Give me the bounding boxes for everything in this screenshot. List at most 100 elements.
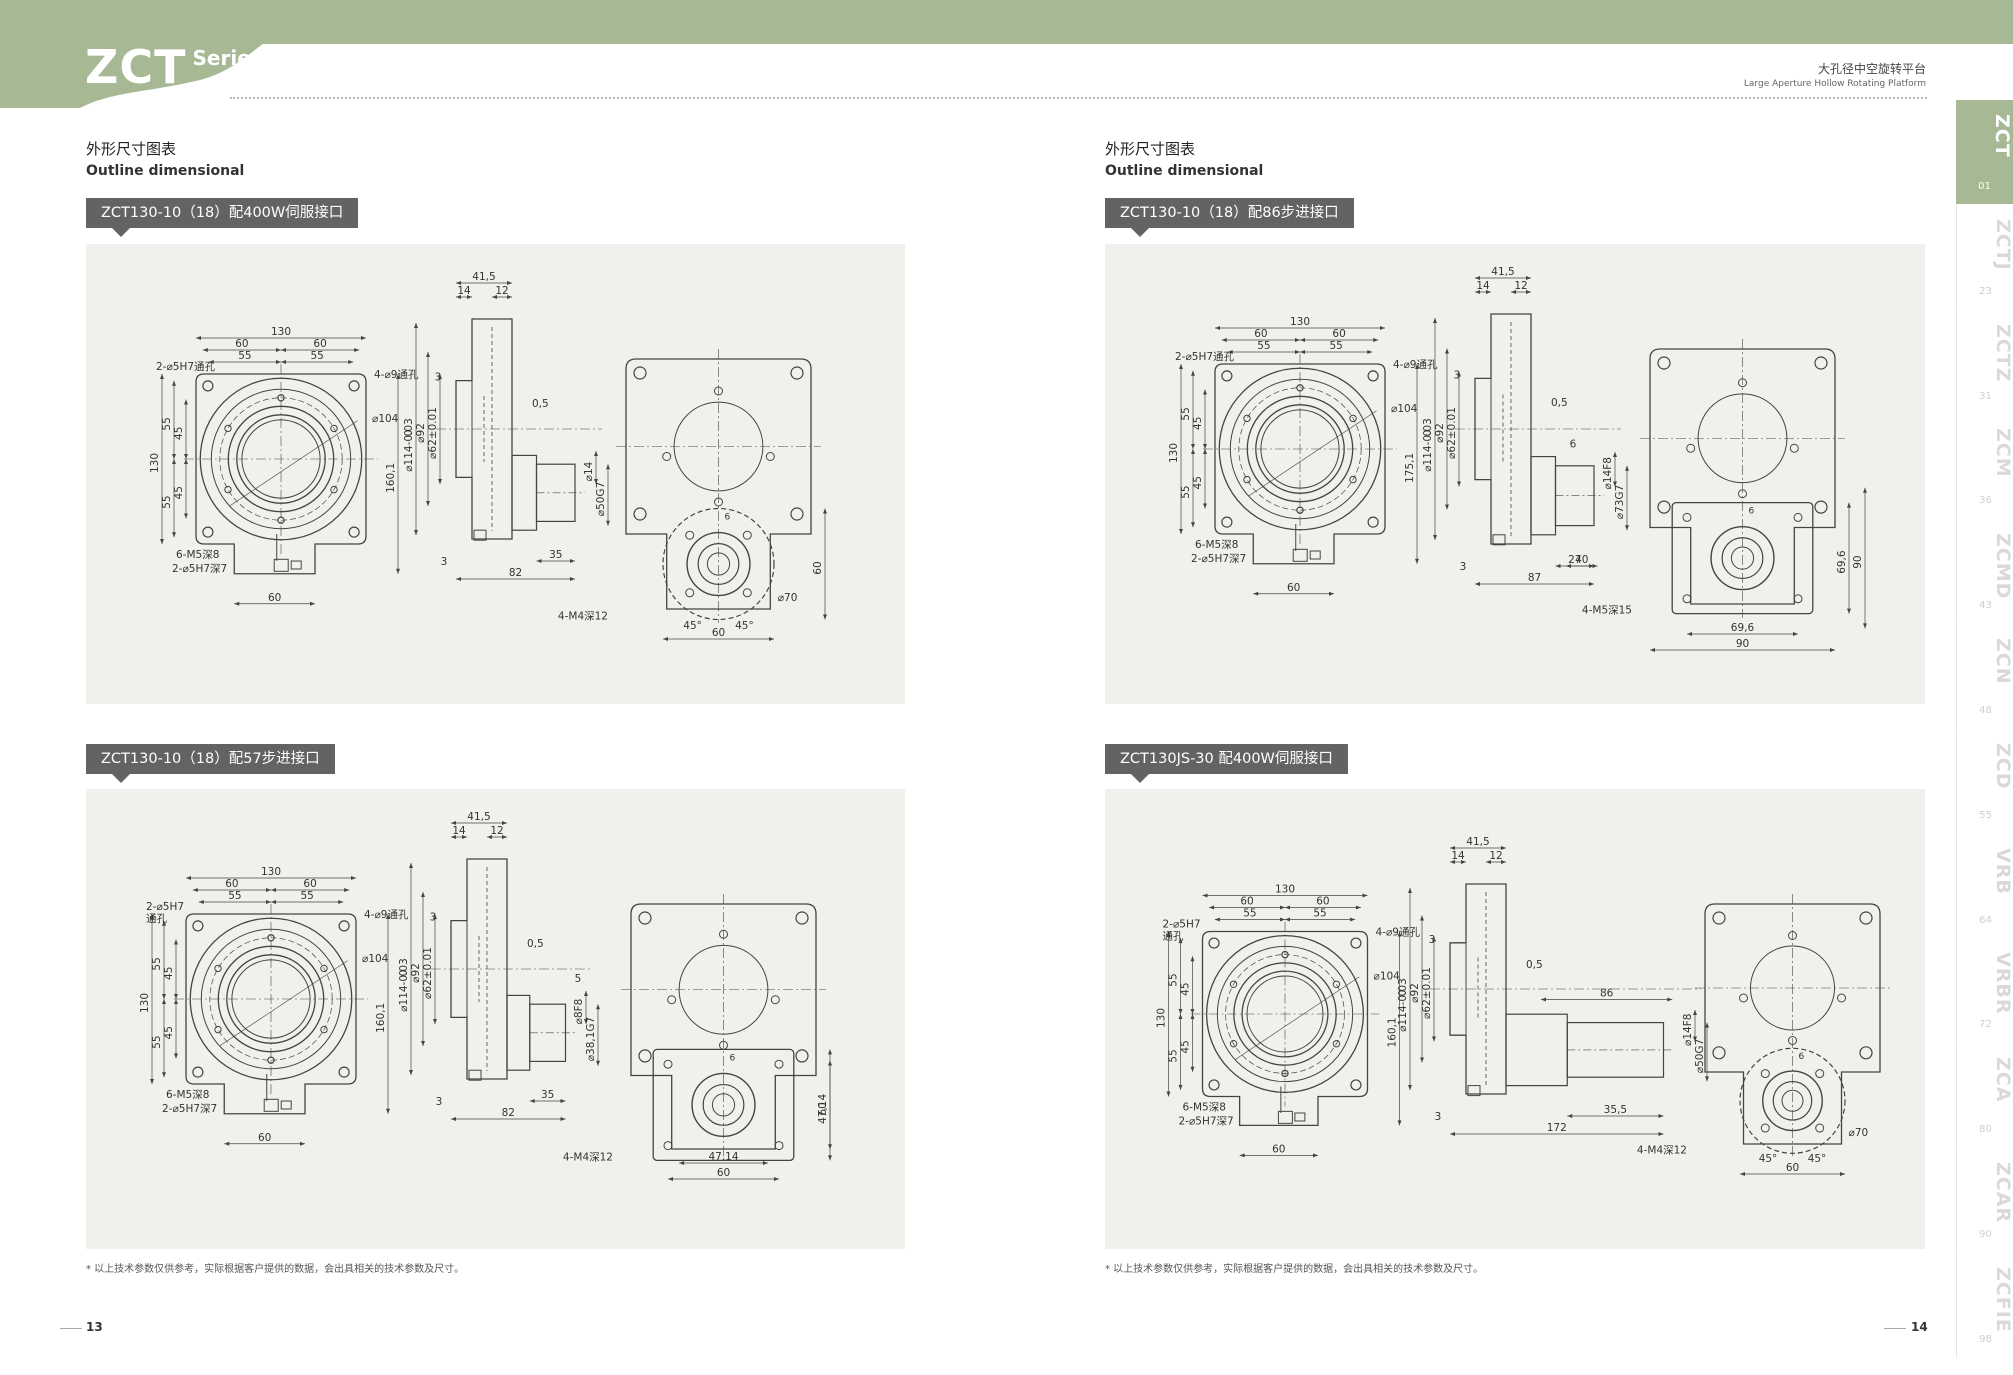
dimension-arrow bbox=[396, 568, 400, 574]
dimension-arrow bbox=[1253, 591, 1259, 596]
dimension-arrow bbox=[160, 374, 164, 379]
dimension-label: 69,6 bbox=[1836, 550, 1848, 574]
dimension-arrow bbox=[451, 1117, 456, 1121]
dimension-arrow bbox=[451, 835, 456, 839]
dimension-arrow bbox=[487, 835, 492, 839]
dimension-label: 55 bbox=[161, 417, 173, 430]
dimension-arrow bbox=[1190, 1009, 1195, 1014]
drawing-circle bbox=[267, 1056, 275, 1064]
dimension-label: 45 bbox=[163, 967, 175, 980]
dimension-arrow bbox=[160, 539, 164, 544]
drawing-circle bbox=[1243, 414, 1251, 423]
dimension-label: 130 bbox=[1168, 443, 1180, 463]
dimension-label: 2-⌀5H7通孔 bbox=[1175, 350, 1235, 363]
dimension-label: ⌀104 bbox=[362, 953, 389, 965]
dimension-arrow bbox=[1526, 276, 1531, 280]
dimension-arrow bbox=[409, 863, 413, 868]
dimension-arrow bbox=[1373, 338, 1379, 342]
dimension-arrow bbox=[1350, 917, 1356, 922]
dimension-arrow bbox=[1541, 997, 1546, 1002]
drawing-circle bbox=[742, 588, 752, 598]
dimension-arrow bbox=[606, 520, 610, 526]
side-tab-label: ZCA bbox=[1992, 1057, 2013, 1103]
dimension-arrow bbox=[570, 559, 575, 563]
dimension-arrow bbox=[596, 1060, 600, 1066]
dimension-label: ⌀70 bbox=[778, 592, 798, 604]
side-tab-page: 01 bbox=[1978, 181, 1991, 192]
drawing-circle bbox=[1814, 356, 1828, 370]
drawing-circle bbox=[1367, 516, 1379, 528]
dimension-arrow bbox=[174, 939, 178, 945]
drawing-circle bbox=[1793, 512, 1803, 522]
brand-zct: ZCT bbox=[85, 40, 187, 94]
dimension-arrow bbox=[1203, 444, 1207, 449]
dimension-arrow bbox=[1166, 1091, 1171, 1097]
dimension-label: 130 bbox=[139, 993, 151, 1013]
drawing-rect bbox=[511, 454, 538, 531]
dimension-arrow bbox=[281, 360, 286, 364]
dimension-arrow bbox=[679, 1161, 685, 1165]
drawing-circle bbox=[330, 485, 338, 494]
dimension-arrow bbox=[1397, 931, 1402, 937]
dimension-label: 12 bbox=[495, 285, 508, 297]
base-plate-outline bbox=[195, 373, 367, 575]
dimension-label: 55 bbox=[228, 890, 241, 902]
dimension-arrow bbox=[1300, 338, 1305, 342]
dimension-arrow bbox=[1203, 449, 1207, 454]
dimension-arrow bbox=[208, 360, 214, 364]
drawing-circle bbox=[1686, 443, 1696, 453]
drawing-circle bbox=[1349, 475, 1357, 484]
drawing-circle bbox=[214, 964, 222, 973]
drawing-rect bbox=[1467, 1085, 1481, 1097]
dimension-arrow bbox=[348, 360, 354, 364]
dimension-label: 55 bbox=[1180, 407, 1192, 420]
dimension-label: 3 bbox=[1429, 934, 1436, 946]
base-plate-outline bbox=[1214, 363, 1386, 565]
dimension-arrow bbox=[184, 513, 188, 519]
dimension-arrow bbox=[606, 464, 610, 470]
dimension-arrow bbox=[502, 821, 507, 825]
panel-label-1: ZCT130-10（18）配400W伺服接口 bbox=[86, 198, 359, 237]
dimension-arrow bbox=[1191, 522, 1195, 528]
dimension-arrow bbox=[1475, 290, 1480, 294]
drawing-circle bbox=[320, 964, 328, 973]
dimension-label: 45 bbox=[1192, 476, 1204, 489]
dimension-arrow bbox=[1658, 1132, 1664, 1136]
drawing-circle bbox=[1760, 1123, 1770, 1133]
dimension-label: 4-M5深15 bbox=[1582, 605, 1632, 617]
drawing-rect bbox=[1292, 548, 1308, 562]
dimension-arrow bbox=[456, 577, 461, 581]
dimension-arrow bbox=[1486, 290, 1491, 294]
dimension-arrow bbox=[1190, 1014, 1195, 1019]
dimension-arrow bbox=[570, 577, 575, 581]
dimension-label: 130 bbox=[271, 326, 291, 338]
dimension-label: ⌀62±0.01 bbox=[1421, 967, 1433, 1019]
dimension-arrow bbox=[663, 637, 668, 641]
dimension-arrow bbox=[192, 888, 198, 892]
drawing-circle bbox=[1859, 1046, 1873, 1060]
drawing-circle bbox=[277, 516, 285, 524]
dimension-arrow bbox=[1475, 582, 1480, 586]
dimension-arrow bbox=[1285, 917, 1290, 922]
dimension-label: 6-M5深8 bbox=[1183, 1102, 1226, 1114]
dimension-arrow bbox=[271, 888, 276, 892]
drawing-rect bbox=[263, 1098, 279, 1112]
dimension-label: ⌀50G7 bbox=[595, 482, 607, 517]
dimension-label: 60 bbox=[1254, 328, 1267, 340]
panel-label-2: ZCT130-10（18）配86步进接口 bbox=[1105, 198, 1354, 237]
dimension-arrow bbox=[1191, 370, 1195, 376]
